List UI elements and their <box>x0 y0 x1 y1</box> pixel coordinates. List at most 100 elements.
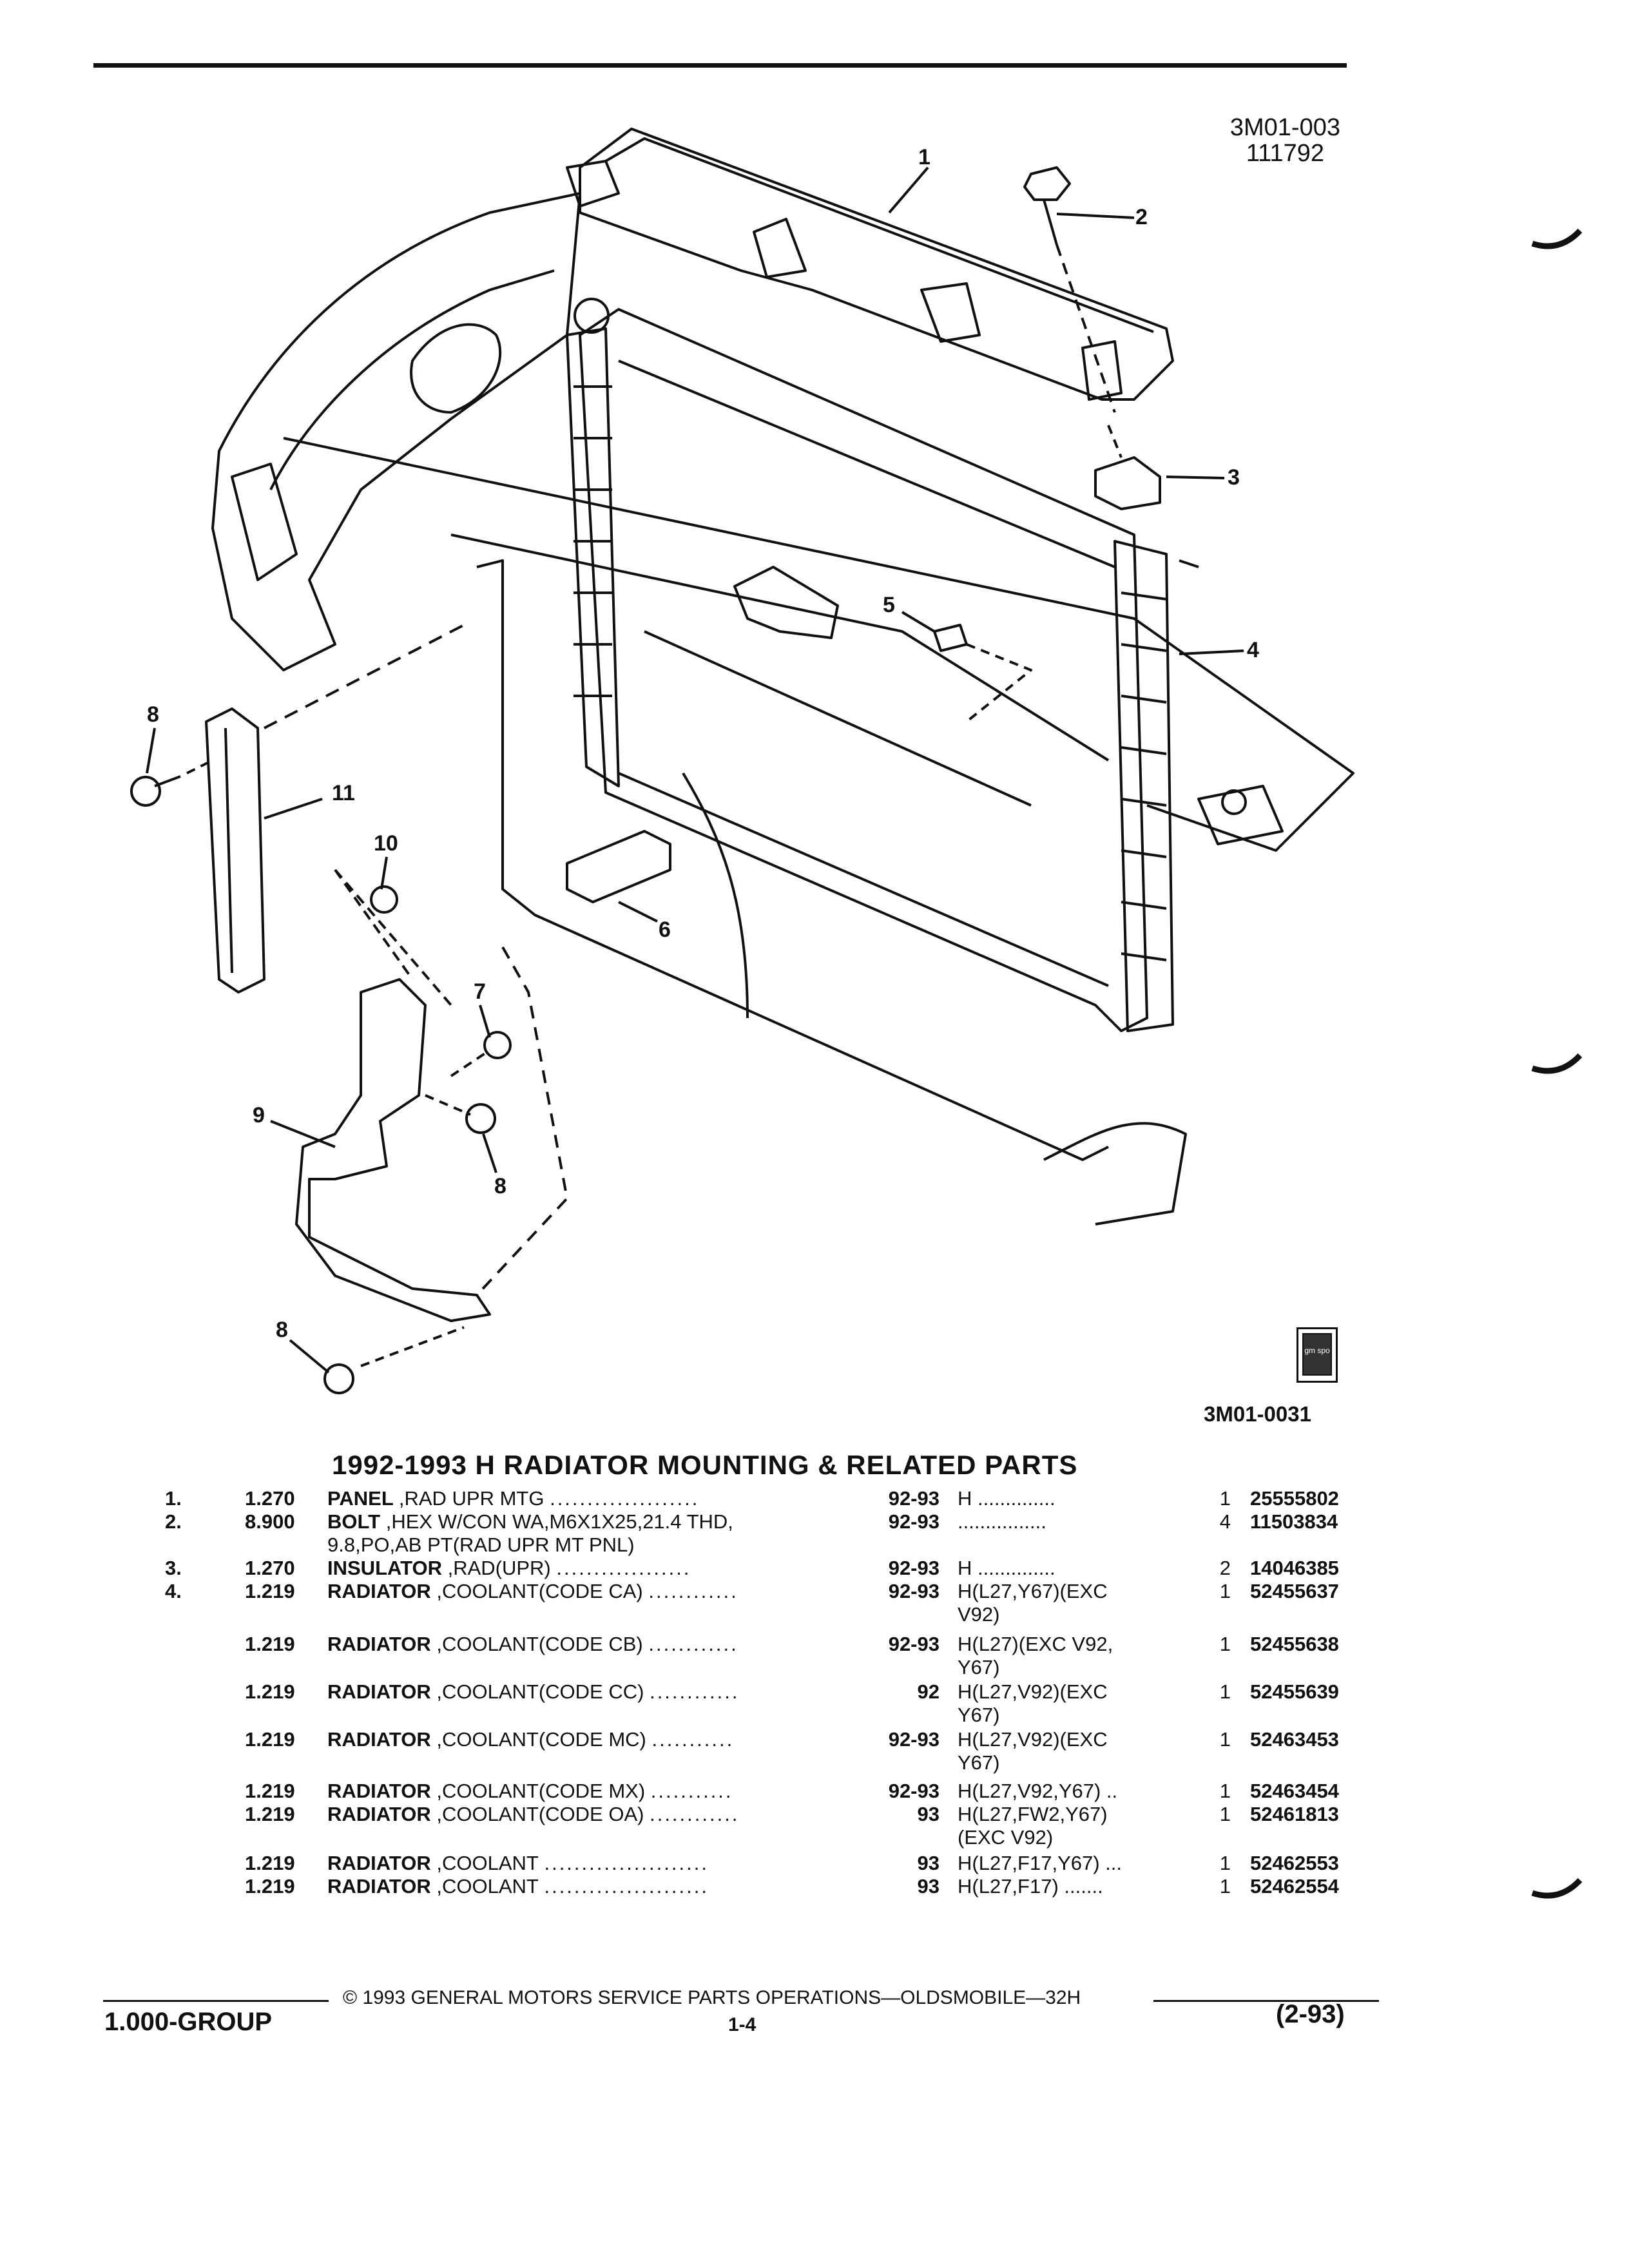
table-row: 1.219 RADIATOR ,COOLANT(CODE CC) .......… <box>0 1680 1629 1706</box>
upper-panel-tab-3 <box>1081 340 1123 401</box>
row-detail: ,RAD UPR MTG <box>398 1487 545 1510</box>
row-qty: 1 <box>1219 1852 1231 1874</box>
row-group: 1.219 <box>245 1852 295 1874</box>
row-part-number: 52463454 <box>1250 1780 1339 1802</box>
row-continuation: Y67) <box>958 1751 1000 1774</box>
row-options: H(L27,FW2,Y67) <box>958 1803 1108 1825</box>
row-group: 1.270 <box>245 1557 295 1579</box>
core-support <box>283 437 1354 852</box>
table-row: 1.219 RADIATOR ,COOLANT(CODE MC) .......… <box>0 1728 1629 1754</box>
row-continuation: 9.8,PO,AB PT(RAD UPR MT PNL) <box>327 1533 635 1556</box>
row-qty: 1 <box>1219 1875 1231 1898</box>
leader-11 <box>264 798 323 820</box>
body-inner <box>269 269 555 490</box>
row-name: INSULATOR <box>327 1557 442 1579</box>
figure-date: 111792 <box>1246 140 1324 167</box>
gm-spo-logo: gm spo <box>1296 1327 1338 1383</box>
callout-5: 5 <box>883 593 895 617</box>
radiator-core-bottom <box>618 772 1109 987</box>
row-name: RADIATOR <box>327 1580 431 1602</box>
row-dots: ...................... <box>544 1852 709 1874</box>
row-detail: ,COOLANT(CODE CA) <box>436 1580 643 1602</box>
air-deflector-line <box>476 947 568 1296</box>
fan-shroud <box>476 559 1109 1161</box>
row-group: 1.219 <box>245 1728 295 1751</box>
row-years: 92-93 <box>888 1557 940 1579</box>
footer-date: (2-93) <box>1276 2000 1345 2028</box>
fastener-8c-head <box>323 1363 354 1394</box>
fastener-10-line <box>334 869 452 1006</box>
right-mount <box>1197 785 1284 845</box>
row-years: 93 <box>917 1803 940 1825</box>
row-qty: 1 <box>1219 1680 1231 1703</box>
leader-6 <box>618 901 658 923</box>
row-desc: RADIATOR ,COOLANT(CODE MC) ........... <box>327 1728 856 1751</box>
scan-mark-3 <box>1531 1878 1583 1899</box>
fastener-9-line <box>302 1133 336 1148</box>
fastener-8b-line <box>425 1094 471 1116</box>
row-group: 1.219 <box>245 1875 295 1898</box>
row-detail: ,HEX W/CON WA,M6X1X25,21.4 THD, <box>385 1510 733 1533</box>
bolt-shank <box>1043 199 1058 245</box>
row-qty: 1 <box>1219 1803 1231 1825</box>
right-mount-pin <box>1221 789 1247 815</box>
fastener-7-head <box>483 1031 512 1059</box>
radiator-tank-left <box>566 327 620 787</box>
row-qty: 1 <box>1219 1487 1231 1510</box>
row-name: RADIATOR <box>327 1680 431 1703</box>
radiator-cap <box>574 298 610 334</box>
footer-rule-left <box>103 2000 329 2002</box>
row-detail: ,COOLANT(CODE CB) <box>436 1633 643 1655</box>
upper-panel-top <box>604 137 1154 333</box>
table-row: 1.219 RADIATOR ,COOLANT(CODE OA) .......… <box>0 1803 1629 1829</box>
row-years: 93 <box>917 1875 940 1898</box>
leader-10 <box>380 856 388 890</box>
radiator-frame <box>579 308 1148 1032</box>
row-desc: INSULATOR ,RAD(UPR) .................. <box>327 1557 856 1580</box>
row-continuation: (EXC V92) <box>958 1826 1054 1849</box>
row-options: H(L27,V92)(EXC <box>958 1680 1108 1703</box>
row-detail: ,COOLANT(CODE MX) <box>436 1780 646 1802</box>
row-desc: RADIATOR ,COOLANT ...................... <box>327 1875 856 1898</box>
scan-mark-2 <box>1531 1053 1583 1074</box>
top-rule <box>93 63 1347 68</box>
row-detail: ,COOLANT(CODE OA) <box>436 1803 644 1825</box>
row-qty: 1 <box>1219 1633 1231 1655</box>
leader-8b <box>482 1133 497 1173</box>
side-baffle <box>205 707 265 994</box>
callout-3: 3 <box>1228 465 1240 490</box>
upper-panel-tab-2 <box>920 282 981 343</box>
figure-code: 3M01-003 <box>1229 114 1340 141</box>
radiator-core-top <box>618 360 1115 568</box>
row-options: H .............. <box>958 1487 1055 1510</box>
table-row: 1. 1.270 PANEL ,RAD UPR MTG ............… <box>0 1487 1629 1513</box>
footer-copyright: © 1993 GENERAL MOTORS SERVICE PARTS OPER… <box>343 1987 1081 2008</box>
row-options: H(L27,Y67)(EXC <box>958 1580 1108 1602</box>
row-dots: ........... <box>651 1728 735 1751</box>
row-desc: RADIATOR ,COOLANT(CODE OA) ............ <box>327 1803 856 1826</box>
row-qty: 2 <box>1219 1557 1231 1579</box>
body-pocket <box>410 323 502 414</box>
row-detail: ,COOLANT <box>436 1852 539 1874</box>
callout-8c: 8 <box>276 1318 288 1342</box>
row-group: 1.219 <box>245 1680 295 1703</box>
row-name: RADIATOR <box>327 1803 431 1825</box>
exploded-diagram <box>130 128 1354 1394</box>
row-part-number: 14046385 <box>1250 1557 1339 1579</box>
callout-4: 4 <box>1247 638 1259 662</box>
row-name: RADIATOR <box>327 1780 431 1802</box>
parts-table-title: 1992-1993 H RADIATOR MOUNTING & RELATED … <box>332 1450 1078 1480</box>
support-bracket-left <box>231 463 298 581</box>
callout-10: 10 <box>374 831 398 856</box>
row-detail: ,COOLANT <box>436 1875 539 1898</box>
callout-7: 7 <box>474 979 486 1004</box>
callout-8b: 8 <box>494 1174 506 1198</box>
row-detail: ,COOLANT(CODE MC) <box>436 1728 646 1751</box>
row-group: 1.219 <box>245 1803 295 1825</box>
row-years: 93 <box>917 1852 940 1874</box>
row-years: 92-93 <box>888 1780 940 1802</box>
leader-8c <box>289 1339 330 1374</box>
row-index: 2. <box>165 1510 182 1533</box>
bolt-line <box>1055 244 1116 413</box>
